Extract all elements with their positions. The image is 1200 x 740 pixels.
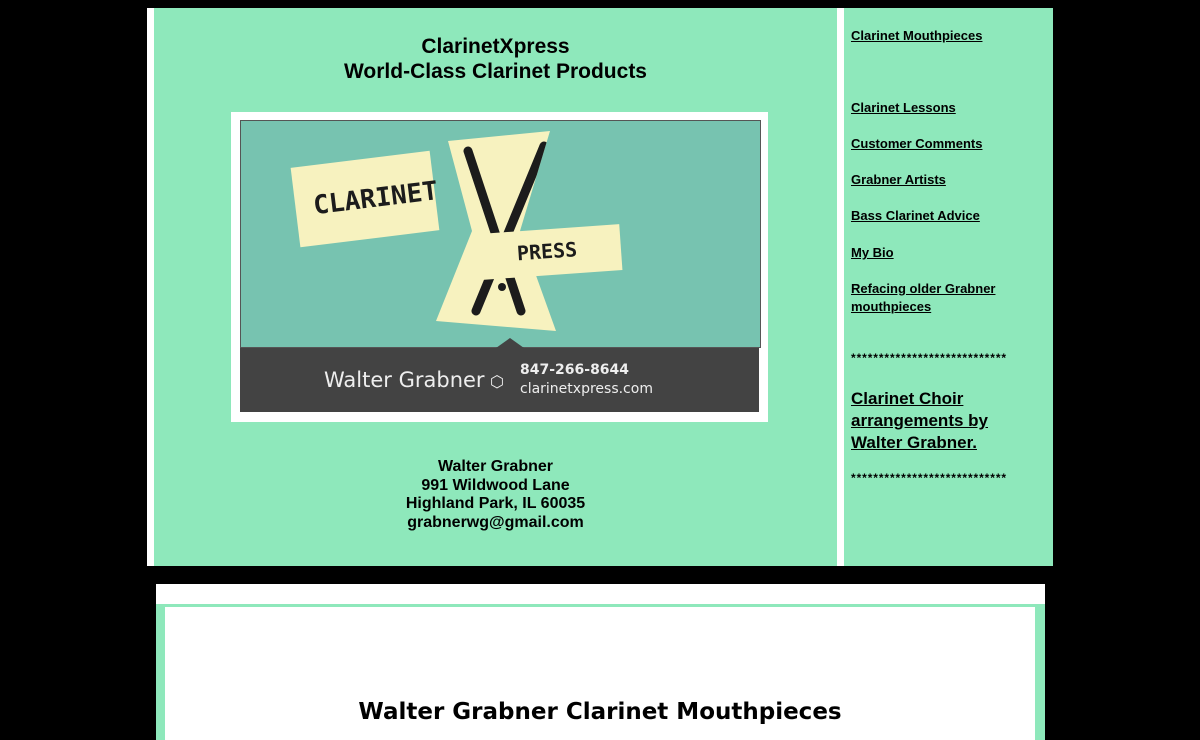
card-name: Walter Grabner bbox=[324, 368, 485, 392]
card-word-left: CLARINET bbox=[290, 150, 440, 248]
contact-name: Walter Grabner bbox=[438, 458, 553, 475]
nav-link-clarinet-mouthpieces[interactable]: Clarinet Mouthpieces bbox=[851, 28, 983, 43]
site-title-line2: World-Class Clarinet Products bbox=[343, 60, 647, 83]
content-section-border: Walter Grabner Clarinet Mouthpieces bbox=[156, 604, 1045, 740]
column-divider bbox=[837, 8, 844, 566]
nav-link-clarinet-choir[interactable]: Clarinet Choir arrangements by Walter Gr… bbox=[851, 389, 988, 452]
contact-email: grabnerwg@gmail.com bbox=[407, 513, 584, 531]
card-notch bbox=[496, 338, 524, 348]
main-panel: ClarinetXpress World-Class Clarinet Prod… bbox=[147, 8, 837, 566]
card-footer: Walter Grabner ⬡ 847-266-8644 clarinetxp… bbox=[240, 338, 759, 412]
contact-address: Walter Grabner 991 Wildwood Lane Highlan… bbox=[154, 458, 837, 532]
content-section: Walter Grabner Clarinet Mouthpieces bbox=[156, 584, 1045, 740]
nav-link-my-bio[interactable]: My Bio bbox=[851, 245, 894, 260]
hexagon-icon: ⬡ bbox=[490, 374, 504, 391]
card-phone: 847-266-8644 bbox=[520, 362, 630, 378]
separator-stars: **************************** bbox=[851, 351, 1007, 365]
card-website: clarinetxpress.com bbox=[520, 381, 653, 397]
site-title-line1: ClarinetXpress bbox=[421, 35, 570, 58]
nav-link-customer-comments[interactable]: Customer Comments bbox=[851, 136, 983, 151]
card-artwork: CLARINET PRESS bbox=[240, 120, 761, 348]
nav-link-refacing[interactable]: Refacing older Grabner mouthpieces bbox=[851, 281, 996, 314]
separator-stars: **************************** bbox=[851, 471, 1007, 485]
nav-link-bass-clarinet-advice[interactable]: Bass Clarinet Advice bbox=[851, 208, 980, 223]
content-section-body: Walter Grabner Clarinet Mouthpieces bbox=[165, 607, 1035, 740]
card-word-right: PRESS bbox=[479, 224, 623, 280]
business-card-image: CLARINET PRESS Walter Grabner ⬡ 847-266-… bbox=[231, 112, 768, 422]
sidebar-nav: Clarinet Mouthpieces Clarinet Lessons Cu… bbox=[844, 8, 1053, 566]
section-heading: Walter Grabner Clarinet Mouthpieces bbox=[358, 699, 842, 725]
nav-link-clarinet-lessons[interactable]: Clarinet Lessons bbox=[851, 100, 956, 115]
page-title: ClarinetXpress World-Class Clarinet Prod… bbox=[154, 34, 837, 84]
contact-street: 991 Wildwood Lane bbox=[421, 476, 570, 494]
nav-link-grabner-artists[interactable]: Grabner Artists bbox=[851, 172, 946, 187]
contact-city: Highland Park, IL 60035 bbox=[405, 495, 586, 512]
